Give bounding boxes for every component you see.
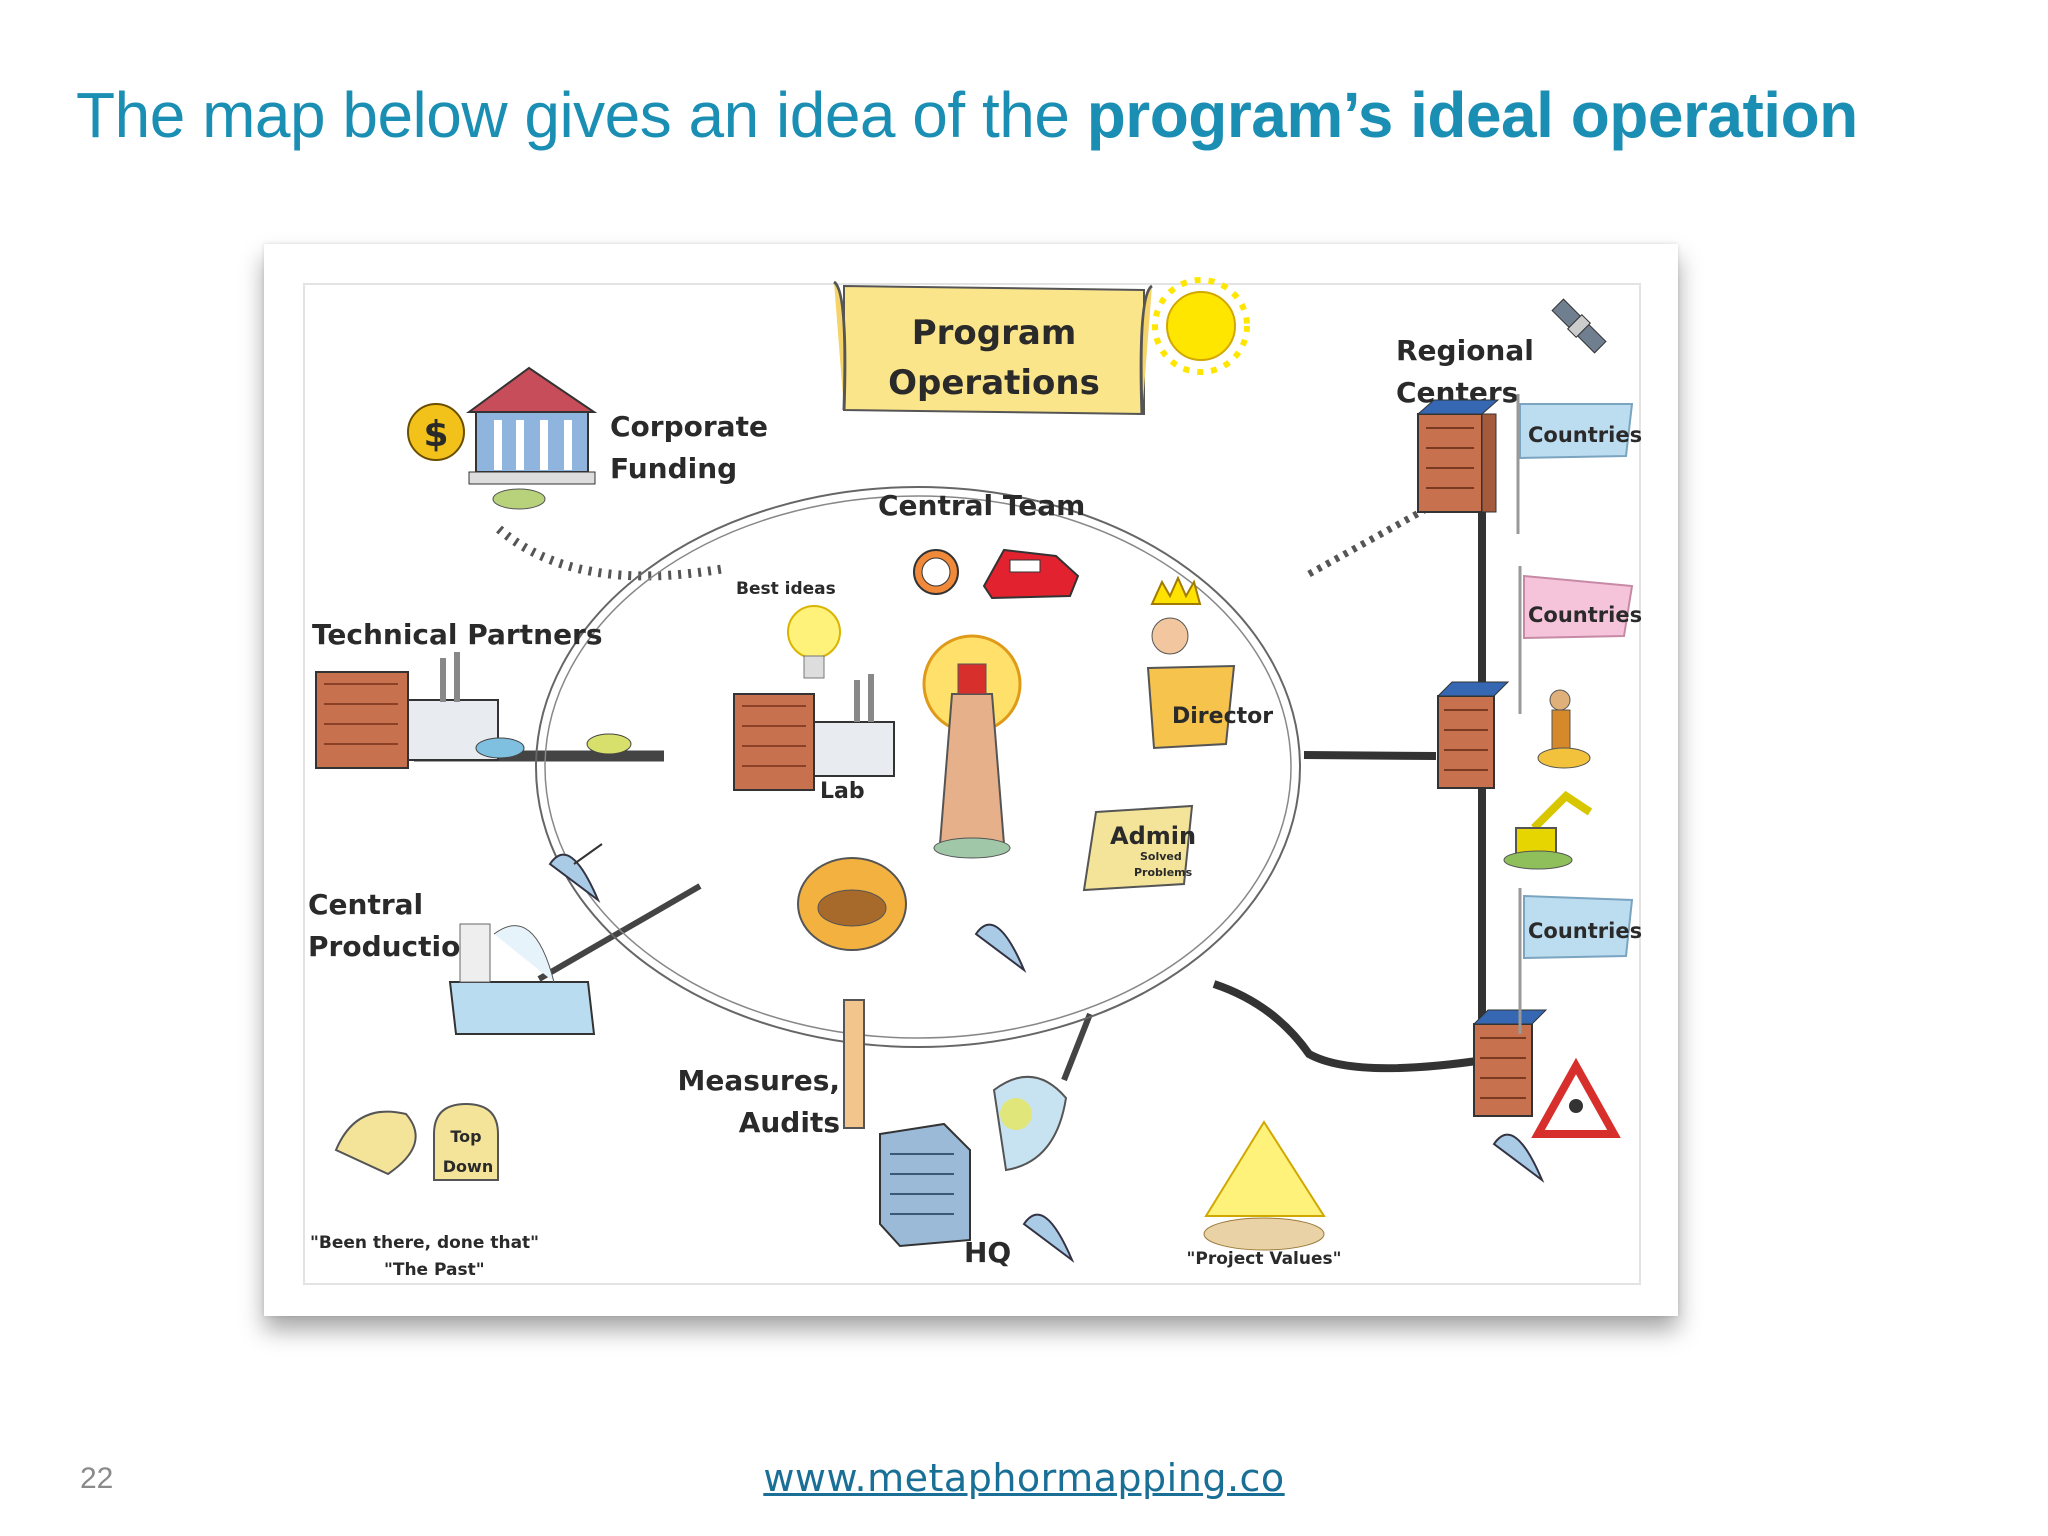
admin-sub-label-1: Solved (1140, 850, 1182, 863)
been-there-graveyard-icon (334, 1102, 499, 1181)
map-picture-frame: Program Operations $ Corporate Funding T… (264, 244, 1678, 1316)
admin-book-icon (1082, 804, 1194, 892)
regional-center-building-1 (1416, 399, 1500, 513)
slide-title: The map below gives an idea of the progr… (76, 78, 1858, 152)
countries-label-2: Countries (1528, 603, 1642, 627)
excavator-icon (1503, 790, 1593, 870)
lab-factory-icon (733, 674, 895, 791)
countries-label-1: Countries (1528, 423, 1642, 447)
ruler-icon (843, 999, 865, 1129)
admin-label: Admin (1110, 822, 1196, 850)
satellite-dish-icon-4 (1492, 1133, 1545, 1184)
dollar-sign: $ (423, 414, 448, 455)
satellite-dish-icon-2 (974, 923, 1027, 974)
lighthouse-icon (922, 634, 1022, 859)
hq-label: HQ (964, 1236, 1011, 1269)
program-operations-banner: Program Operations (832, 280, 1154, 416)
corporate-funding-bank-icon: $ (407, 366, 598, 510)
road-to-production (537, 883, 702, 982)
satellite-icon (1551, 298, 1607, 354)
top-down-label-2: Down (443, 1157, 493, 1176)
sun-icon (1152, 277, 1250, 375)
meeting-table-icon (797, 857, 907, 951)
countries-flag-2: Countries (1518, 566, 1642, 714)
corporate-funding-label-2: Funding (610, 452, 737, 485)
program-operations-map: Program Operations $ Corporate Funding T… (303, 277, 1642, 1285)
corporate-funding-label-1: Corporate (610, 410, 768, 443)
central-team-circle (535, 486, 1301, 1048)
slide-title-regular: The map below gives an idea of the (76, 79, 1087, 151)
regional-centers-label-1: Regional (1396, 334, 1534, 367)
pyramid-icon (1203, 1120, 1326, 1251)
central-team-label: Central Team (878, 489, 1085, 522)
slide-page-number: 22 (80, 1462, 114, 1495)
people-icon (1537, 689, 1591, 769)
road-works-sign-icon (1531, 1057, 1621, 1138)
best-ideas-label: Best ideas (736, 579, 836, 599)
director-desk-icon (1146, 575, 1236, 750)
director-label: Director (1172, 704, 1273, 729)
road-to-regional-3 (1212, 980, 1485, 1073)
regional-center-building-2 (1436, 681, 1510, 789)
central-production-label-1: Central (308, 888, 423, 921)
countries-flag-1: Countries (1516, 394, 1642, 534)
road-to-hq (1061, 1012, 1093, 1082)
admin-sub-label-2: Problems (1134, 866, 1193, 879)
countries-flag-3: Countries (1518, 888, 1642, 1034)
technical-partners-label: Technical Partners (312, 618, 603, 651)
money-bag-icon (407, 403, 465, 461)
crown-icon (1150, 575, 1202, 605)
central-production-plant-icon (448, 923, 596, 1035)
light-bulb-icon (787, 605, 841, 679)
banner-line-2: Operations (888, 363, 1100, 403)
measures-audits-label-2: Audits (739, 1106, 840, 1139)
technical-partners-factory-icon (315, 652, 632, 769)
measures-audits-label-1: Measures, (678, 1064, 840, 1097)
regional-center-building-3 (1472, 1009, 1548, 1117)
banner-line-1: Program (912, 313, 1077, 353)
lab-label: Lab (820, 779, 865, 804)
road-to-regional-2 (1303, 751, 1437, 760)
the-past-label: "The Past" (384, 1260, 485, 1280)
footer-website-link[interactable]: www.metaphormapping.co (763, 1456, 1285, 1500)
slide-title-bold: program’s ideal operation (1086, 79, 1859, 151)
top-down-label-1: Top (450, 1127, 481, 1146)
red-sports-car-icon (982, 548, 1080, 600)
central-production-label-2: Production (308, 930, 480, 963)
tombstone-icon (433, 1102, 499, 1181)
countries-label-3: Countries (1528, 919, 1642, 943)
hq-building-icon (879, 1122, 971, 1248)
satellite-dish-icon-3 (1022, 1213, 1075, 1264)
been-there-label: "Been there, done that" (310, 1233, 539, 1253)
alarm-clock-icon (913, 549, 959, 595)
palm-tree-island-icon (992, 1075, 1068, 1172)
satellite-dish-icon (548, 843, 603, 904)
project-values-label: "Project Values" (1187, 1249, 1342, 1269)
